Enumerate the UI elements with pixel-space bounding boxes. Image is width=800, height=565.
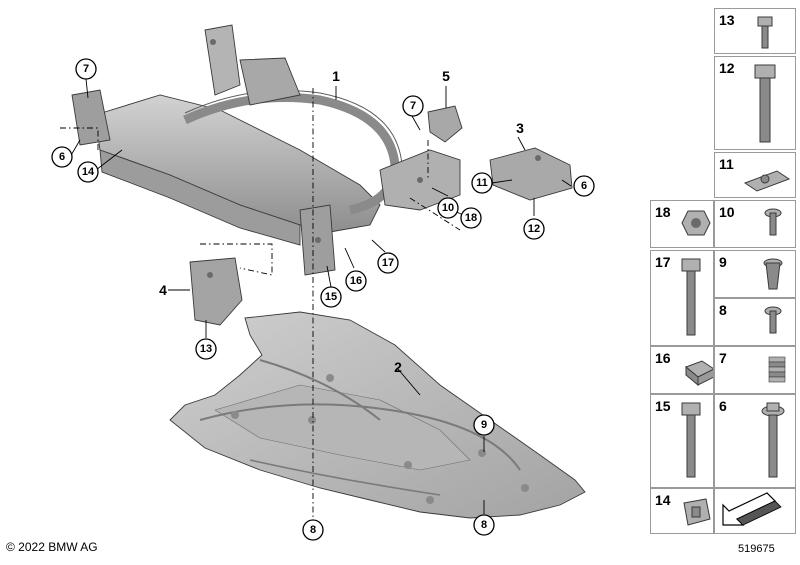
callout-18: 18 xyxy=(460,207,482,229)
insert-icon xyxy=(768,356,786,383)
arrow-icon xyxy=(722,492,782,526)
bolt-washer-icon xyxy=(764,208,782,236)
svg-text:10: 10 xyxy=(442,202,454,214)
parts-cell-number: 10 xyxy=(719,204,735,220)
callout-16: 16 xyxy=(345,270,367,292)
svg-text:6: 6 xyxy=(581,180,587,192)
parts-cell-14: 14 xyxy=(650,488,714,534)
parts-cell-number: 13 xyxy=(719,12,735,28)
svg-text:6: 6 xyxy=(59,151,65,163)
svg-text:17: 17 xyxy=(382,257,394,269)
svg-text:15: 15 xyxy=(325,291,337,303)
parts-cell-number: 14 xyxy=(655,492,671,508)
callout-15: 15 xyxy=(320,286,342,308)
part-label-5: 5 xyxy=(442,68,450,84)
svg-text:8: 8 xyxy=(310,524,316,536)
callout-6: 6 xyxy=(573,175,595,197)
svg-text:7: 7 xyxy=(83,63,89,75)
svg-text:7: 7 xyxy=(410,100,416,112)
rivet-nut-icon xyxy=(763,258,783,290)
parts-cell-7: 7 xyxy=(714,346,796,394)
part-label-3: 3 xyxy=(516,120,524,136)
underbody-protection-plate xyxy=(169,311,586,519)
parts-cell-6: 6 xyxy=(714,394,796,488)
svg-text:9: 9 xyxy=(481,419,487,431)
bolt-long-thin-icon xyxy=(681,258,701,336)
bolt-small-icon xyxy=(757,16,773,49)
svg-text:13: 13 xyxy=(200,343,212,355)
svg-text:16: 16 xyxy=(350,275,362,287)
hex-nut-icon xyxy=(681,210,711,236)
part-label-1: 1 xyxy=(332,68,340,84)
parts-cell-11: 11 xyxy=(714,152,796,198)
clip-nut-icon xyxy=(743,170,791,192)
svg-text:14: 14 xyxy=(82,166,95,178)
leader-lines xyxy=(60,78,572,522)
parts-cell-18: 18 xyxy=(650,200,714,248)
parts-cell-15: 15 xyxy=(650,394,714,488)
parts-cell-number: 17 xyxy=(655,254,671,270)
clip-icon xyxy=(683,498,711,526)
parts-cell-13: 13 xyxy=(714,8,796,54)
parts-cell-8: 8 xyxy=(714,298,796,346)
parts-cell-9: 9 xyxy=(714,250,796,298)
part-label-2: 2 xyxy=(394,359,402,375)
bolt-long-thin-icon xyxy=(681,402,701,478)
svg-text:12: 12 xyxy=(528,223,540,235)
bolt-flange-icon xyxy=(761,402,785,478)
copyright-text: © 2022 BMW AG xyxy=(6,540,98,554)
callout-10: 10 xyxy=(437,197,459,219)
parts-cell-number: 8 xyxy=(719,302,727,318)
parts-cell-number: 6 xyxy=(719,398,727,414)
parts-cell-17: 17 xyxy=(650,250,714,346)
part-label-4: 4 xyxy=(159,282,167,298)
bracket-part-3 xyxy=(489,147,573,201)
callout-11: 11 xyxy=(471,172,493,194)
parts-cell-12: 12 xyxy=(714,56,796,150)
diagram-number: 519675 xyxy=(738,543,775,555)
callout-7: 7 xyxy=(402,95,424,117)
callout-7: 7 xyxy=(75,58,97,80)
bracket-part-5 xyxy=(427,105,463,143)
bracket-part-4 xyxy=(189,257,243,326)
callout-17: 17 xyxy=(377,252,399,274)
callout-13: 13 xyxy=(195,338,217,360)
callout-8: 8 xyxy=(302,519,324,541)
part-labels: 1 2 3 4 5 xyxy=(159,68,524,375)
parts-cell-number: 16 xyxy=(655,350,671,366)
parts-cell-number: 7 xyxy=(719,350,727,366)
parts-cell-number: 18 xyxy=(655,204,671,220)
parts-cell-10: 10 xyxy=(714,200,796,248)
front-subframe xyxy=(71,24,461,276)
svg-text:11: 11 xyxy=(476,177,488,189)
square-nut-icon xyxy=(685,360,713,387)
parts-cell-number: 15 xyxy=(655,398,671,414)
callout-14: 14 xyxy=(77,161,99,183)
callout-12: 12 xyxy=(523,218,545,240)
svg-text:8: 8 xyxy=(481,519,487,531)
callout-9: 9 xyxy=(473,414,495,436)
callout-6: 6 xyxy=(51,146,73,168)
parts-cell-number: 11 xyxy=(719,156,734,172)
parts-cell-16: 16 xyxy=(650,346,714,394)
parts-cell-arrow xyxy=(714,488,796,534)
callout-8: 8 xyxy=(473,514,495,536)
bolt-long-icon xyxy=(754,64,776,143)
parts-cell-number: 9 xyxy=(719,254,727,270)
parts-cell-number: 12 xyxy=(719,60,735,76)
svg-text:18: 18 xyxy=(465,212,477,224)
screw-small-icon xyxy=(764,306,782,334)
